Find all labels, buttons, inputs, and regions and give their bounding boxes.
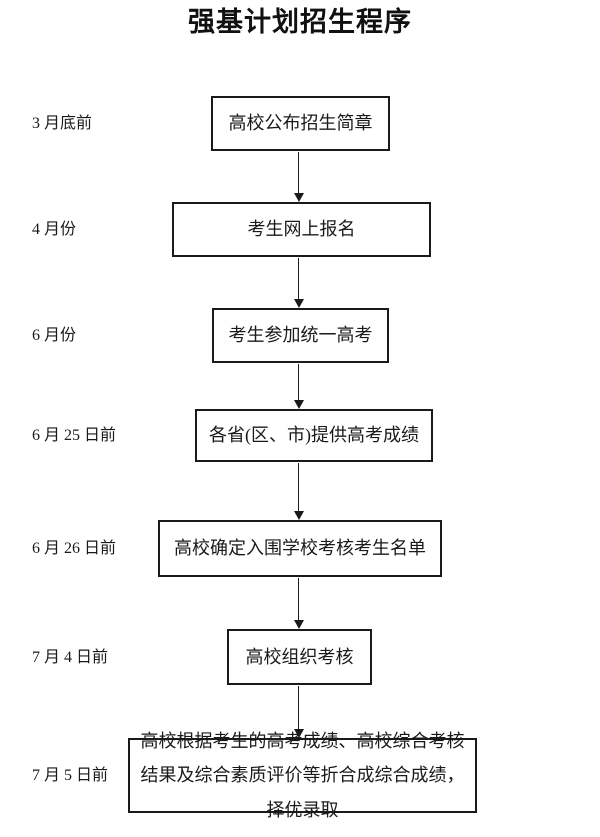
step-label-2: 考生网上报名 bbox=[247, 219, 356, 240]
step-label-3: 考生参加统一高考 bbox=[228, 325, 373, 346]
time-label-5: 6 月 26 日前 bbox=[32, 540, 117, 557]
step-label-6: 高校组织考核 bbox=[245, 646, 354, 667]
step-box-4: 各省(区、市)提供高考成绩 bbox=[195, 409, 433, 462]
down-arrow-icon-6 bbox=[293, 686, 304, 738]
step-label-4: 各省(区、市)提供高考成绩 bbox=[209, 425, 419, 446]
down-arrow-icon-2 bbox=[293, 258, 304, 308]
time-label-2: 4 月份 bbox=[32, 221, 77, 238]
down-arrow-icon-5 bbox=[293, 578, 304, 629]
time-label-7: 7 月 5 日前 bbox=[32, 767, 109, 784]
down-arrow-icon-3 bbox=[293, 364, 304, 409]
step-box-1: 高校公布招生简章 bbox=[211, 96, 390, 151]
step-box-3: 考生参加统一高考 bbox=[212, 308, 389, 363]
step-box-6: 高校组织考核 bbox=[227, 629, 372, 685]
time-label-4: 6 月 25 日前 bbox=[32, 427, 117, 444]
step-box-2: 考生网上报名 bbox=[172, 202, 431, 257]
time-label-3: 6 月份 bbox=[32, 327, 77, 344]
flowchart-title: 强基计划招生程序 bbox=[188, 7, 412, 37]
down-arrow-icon-1 bbox=[293, 152, 304, 202]
step-box-7: 高校根据考生的高考成绩、高校综合考核结果及综合素质评价等折合成综合成绩，择优录取 bbox=[128, 731, 477, 820]
step-box-5: 高校确定入围学校考核考生名单 bbox=[158, 520, 442, 577]
time-label-1: 3 月底前 bbox=[32, 115, 93, 132]
step-label-5: 高校确定入围学校考核考生名单 bbox=[174, 538, 426, 559]
time-label-6: 7 月 4 日前 bbox=[32, 649, 109, 666]
step-label-1: 高校公布招生简章 bbox=[228, 113, 373, 134]
step-label-7: 高校根据考生的高考成绩、高校综合考核结果及综合素质评价等折合成综合成绩，择优录取 bbox=[140, 731, 465, 820]
down-arrow-icon-4 bbox=[293, 463, 304, 520]
